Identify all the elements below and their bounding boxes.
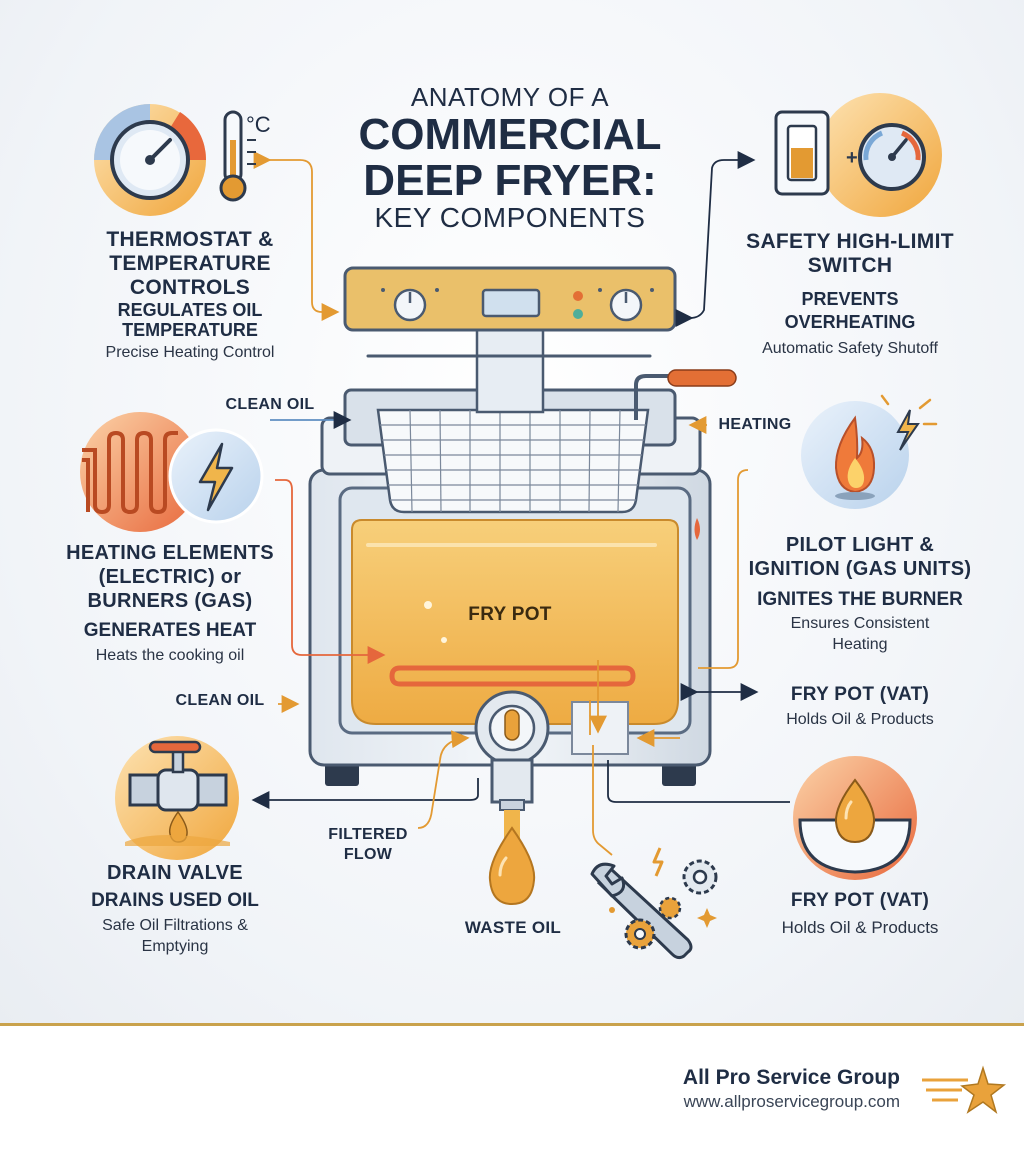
heating-note: Heats the cooking oil xyxy=(95,647,245,664)
fryer-illustration xyxy=(308,266,737,906)
title-line-3: DEEP FRYER: xyxy=(363,156,657,205)
pilot-heading-1: PILOT LIGHT & xyxy=(785,534,935,556)
label-fry-pot: FRY POT xyxy=(468,604,552,625)
celsius-unit: °C xyxy=(246,112,271,137)
drain-note-1: Safe Oil Filtrations & xyxy=(102,917,248,934)
thermostat-sub-2: TEMPERATURE xyxy=(122,320,258,340)
label-heating: HEATING xyxy=(718,416,792,433)
title-line-1: ANATOMY OF A xyxy=(410,82,610,112)
pilot-sub: IGNITES THE BURNER xyxy=(757,589,963,610)
drain-note-2: Emptying xyxy=(141,938,209,955)
label-clean-oil-left: CLEAN OIL xyxy=(175,692,265,709)
thermostat-note: Precise Heating Control xyxy=(105,344,275,361)
fry-pot-vat-note-2: Holds Oil & Products xyxy=(781,918,939,937)
footer xyxy=(0,1026,1024,1154)
thermostat-dial-icon xyxy=(94,104,207,216)
heating-sub: GENERATES HEAT xyxy=(83,620,257,641)
safety-heading-1: SAFETY HIGH-LIMIT xyxy=(746,230,954,253)
thermostat-heading-1: THERMOSTAT & xyxy=(106,228,274,251)
label-waste-oil: WASTE OIL xyxy=(464,918,562,937)
label-filtered-2: FLOW xyxy=(343,846,393,863)
flame-icon xyxy=(801,401,909,509)
thermostat-heading-3: CONTROLS xyxy=(129,276,251,299)
pilot-note-1: Ensures Consistent xyxy=(790,615,930,632)
connectors xyxy=(251,151,790,856)
pilot-heading-2: IGNITION (GAS UNITS) xyxy=(748,558,972,580)
label-filtered-1: FILTERED xyxy=(328,826,408,843)
fry-pot-vat-heading-1: FRY POT (VAT) xyxy=(790,684,930,705)
spark-icon xyxy=(880,394,938,451)
thermostat-heading-2: TEMPERATURE xyxy=(109,252,271,275)
label-clean-oil-top: CLEAN OIL xyxy=(225,396,315,413)
drain-heading: DRAIN VALVE xyxy=(107,862,243,884)
star-logo-icon xyxy=(922,1065,1007,1115)
footer-divider xyxy=(0,1023,1024,1026)
heating-heading-1: HEATING ELEMENTS xyxy=(66,542,274,564)
heating-heading-2: (ELECTRIC) or xyxy=(98,566,242,588)
oil-drop-icon xyxy=(793,756,917,880)
title-line-4: KEY COMPONENTS xyxy=(374,202,646,233)
drain-sub: DRAINS USED OIL xyxy=(91,890,259,911)
fry-pot-vat-heading-2: FRY POT (VAT) xyxy=(790,890,930,911)
fry-pot-vat-note-1: Holds Oil & Products xyxy=(786,711,934,728)
svg-text:+: + xyxy=(846,147,858,169)
safety-sub-2: OVERHEATING xyxy=(784,312,916,332)
gauge-icon xyxy=(858,123,926,191)
heating-coil-icon xyxy=(80,412,200,532)
footer-url[interactable]: www.allproservicegroup.com xyxy=(683,1092,900,1111)
title-line-2: COMMERCIAL xyxy=(358,110,662,159)
wrench-gear-icon xyxy=(590,847,718,960)
lightning-icon xyxy=(168,428,264,524)
thermometer-icon xyxy=(219,110,256,202)
heating-heading-3: BURNERS (GAS) xyxy=(87,590,253,612)
pilot-note-2: Heating xyxy=(832,636,888,653)
fry-basket xyxy=(376,369,737,514)
thermostat-sub-1: REGULATES OIL xyxy=(117,300,263,320)
footer-company-name: All Pro Service Group xyxy=(682,1066,900,1089)
drain-valve-icon xyxy=(115,736,239,860)
safety-note: Automatic Safety Shutoff xyxy=(762,340,938,357)
safety-sub-1: PREVENTS xyxy=(801,289,899,309)
safety-heading-2: SWITCH xyxy=(807,254,893,277)
